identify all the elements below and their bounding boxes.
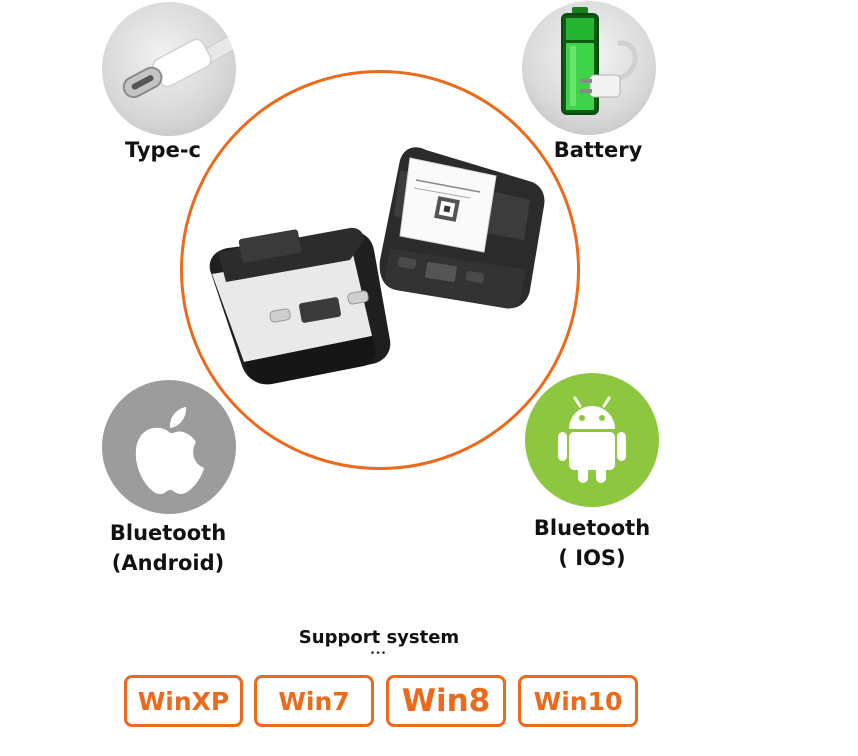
- bluetooth-ios-label: Bluetooth ( IOS): [516, 513, 668, 573]
- android-circle: [525, 373, 659, 507]
- typec-circle: [102, 2, 236, 136]
- typec-label: Type-c: [125, 138, 201, 162]
- usb-c-cable-icon: [122, 31, 236, 99]
- bluetooth-android-label: Bluetooth (Android): [92, 518, 244, 578]
- os-badge-win10: Win10: [518, 675, 638, 727]
- black-printer: [379, 147, 545, 309]
- os-badge-win8: Win8: [386, 675, 506, 727]
- battery-label: Battery: [553, 138, 643, 162]
- apple-logo-icon: [135, 407, 204, 494]
- apple-circle: [102, 380, 236, 514]
- bluetooth-android-line2: (Android): [111, 551, 225, 575]
- os-badge-win7: Win7: [254, 675, 374, 727]
- battery-circle: [522, 1, 656, 135]
- battery-icon: [561, 7, 599, 115]
- support-system-title: Support system: [298, 627, 460, 648]
- support-dots: •••: [370, 648, 388, 659]
- printer-image: [209, 147, 545, 385]
- white-printer: [209, 227, 391, 385]
- bluetooth-ios-line1: Bluetooth: [533, 516, 651, 540]
- bluetooth-android-line1: Bluetooth: [109, 521, 227, 545]
- os-badge-winxp: WinXP: [124, 675, 243, 727]
- android-logo-icon: [558, 396, 626, 483]
- power-plug-icon: [580, 40, 638, 98]
- bluetooth-ios-line2: ( IOS): [558, 546, 626, 570]
